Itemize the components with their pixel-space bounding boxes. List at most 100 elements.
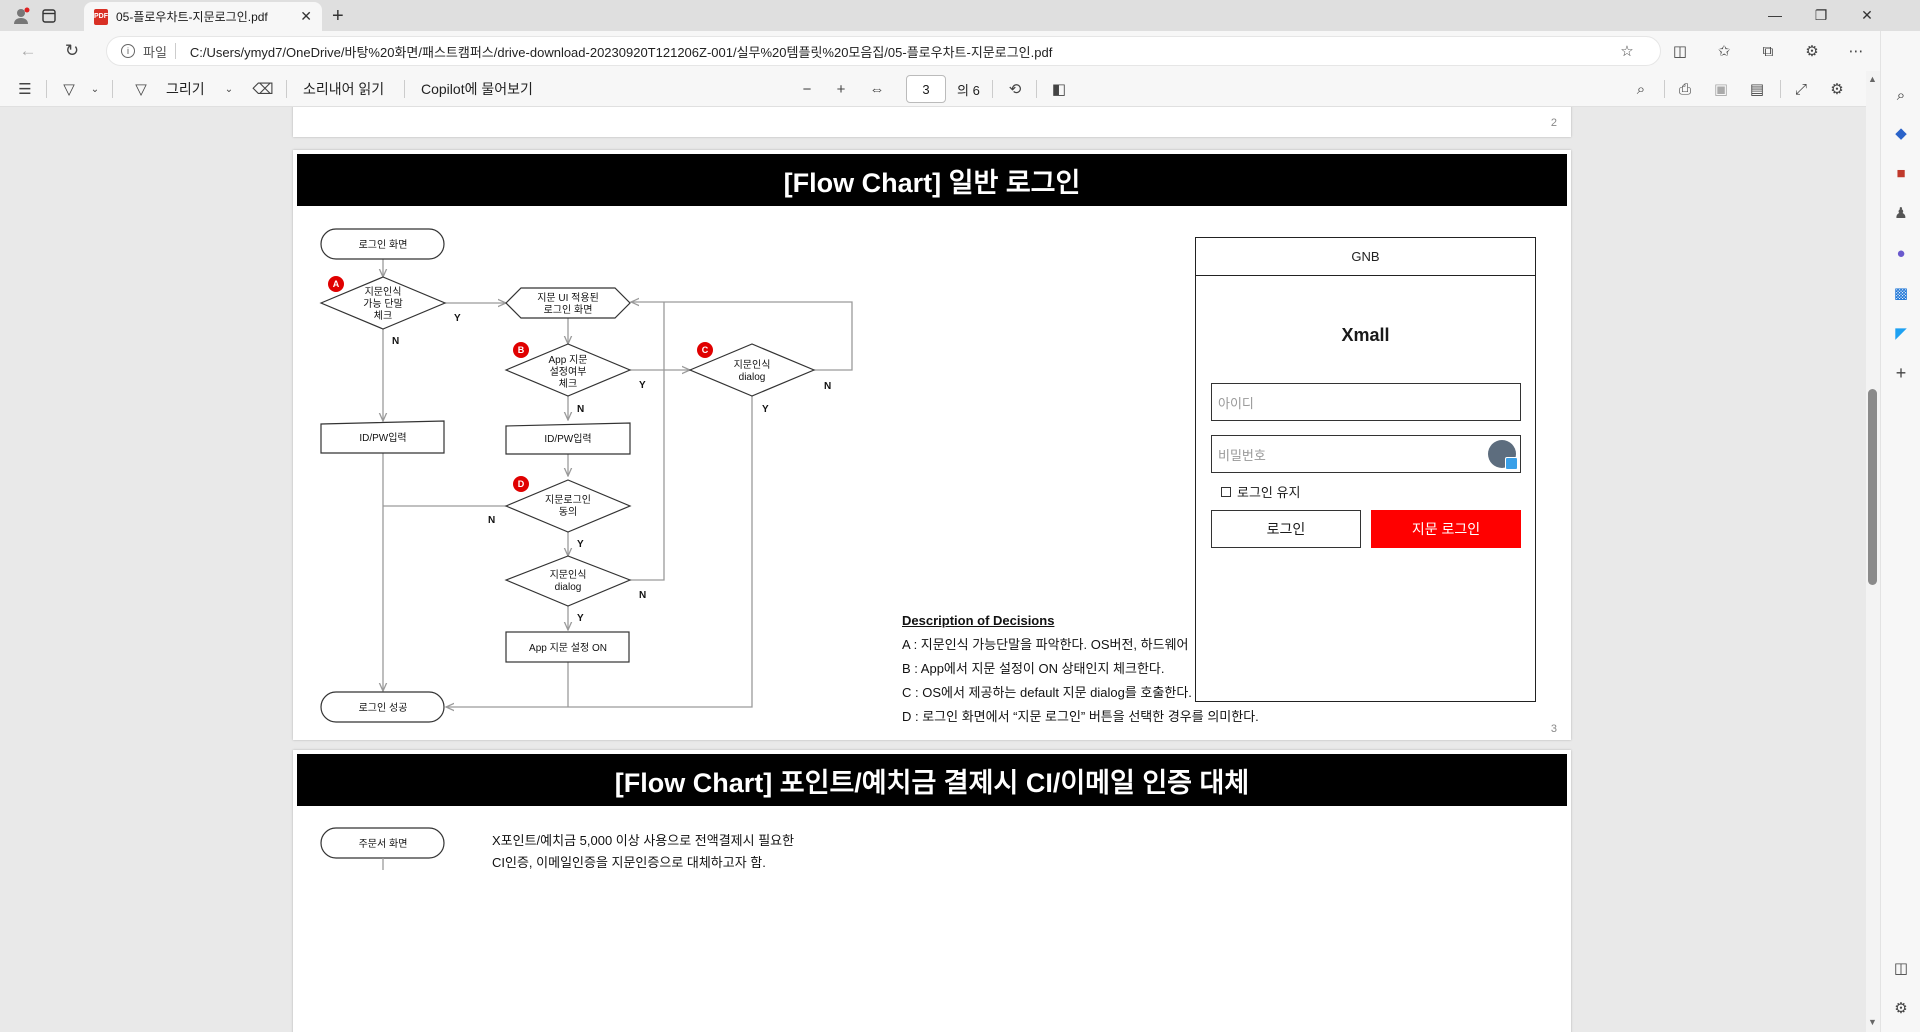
brand-title: Xmall (1341, 325, 1390, 345)
zoom-out-button[interactable]: − (802, 80, 812, 98)
terminal-end (320, 691, 445, 723)
extensions-icon[interactable]: ⚙ (1805, 43, 1819, 60)
terminal-start (320, 228, 445, 260)
decision-a-line2: 가능 단말 (363, 298, 403, 310)
sidebar-settings-icon[interactable]: ⚙ (1894, 1000, 1908, 1017)
info-icon[interactable]: i (121, 44, 135, 58)
no-label: N (577, 404, 584, 415)
favorites-icon[interactable]: ✩ (1717, 43, 1731, 60)
yes-label: Y (577, 613, 584, 624)
scroll-up-arrow-icon[interactable]: ▲ (1868, 74, 1877, 84)
more-menu-icon[interactable]: ⋯ (1848, 43, 1864, 60)
toolbar-divider (1780, 80, 1781, 98)
chevron-down-icon[interactable]: ⌄ (90, 83, 100, 95)
scroll-down-arrow-icon[interactable]: ▼ (1868, 1017, 1877, 1027)
flow-connector (631, 302, 853, 371)
contents-list-icon[interactable]: ☰ (18, 81, 32, 98)
shopping-tag-icon[interactable]: ◆ (1895, 125, 1907, 142)
yes-label: Y (762, 404, 769, 415)
address-field[interactable]: i 파일 C:/Users/ymyd7/OneDrive/바탕%20화면/패스트… (106, 36, 1661, 66)
scrollbar-thumb[interactable] (1868, 389, 1877, 585)
pdf-page-2: 2 (293, 107, 1571, 137)
draw-button[interactable]: 그리기 (166, 81, 205, 97)
rotate-icon[interactable]: ⟲ (1008, 81, 1022, 98)
end-label: 로그인 성공 (359, 702, 408, 714)
start-label: 로그인 화면 (359, 239, 408, 251)
refresh-icon[interactable]: ↻ (64, 41, 80, 60)
search-icon[interactable]: ⌕ (1636, 80, 1646, 98)
settings-gear-icon[interactable]: ⚙ (1830, 81, 1844, 98)
chevron-down-icon[interactable]: ⌄ (224, 83, 234, 95)
collections-icon[interactable]: ⧉ (1762, 42, 1774, 60)
save-icon[interactable]: ▣ (1713, 81, 1729, 98)
pdf-viewer[interactable]: 2 [Flow Chart] 일반 로그인 (0, 107, 1866, 1032)
password-field: 비밀번호 (1211, 435, 1521, 473)
decision-c (688, 343, 816, 397)
fp-dialog2-line1: 지문인식 (550, 569, 587, 581)
page-title-banner: [Flow Chart] 일반 로그인 (297, 154, 1567, 206)
microsoft-365-icon[interactable]: ● (1896, 244, 1906, 262)
toolbar-divider (112, 80, 113, 98)
favorite-star-icon[interactable]: ☆ (1620, 43, 1634, 60)
toolbar-divider (992, 80, 993, 98)
split-screen-icon[interactable]: ◫ (1672, 43, 1688, 60)
tab-title: 05-플로우차트-지문로그인.pdf (116, 10, 268, 24)
page-title-banner: [Flow Chart] 포인트/예치금 결제시 CI/이메일 인증 대체 (297, 754, 1567, 806)
minimize-button[interactable]: — (1768, 7, 1782, 23)
process-app-fp-on (505, 631, 630, 663)
outlook-icon[interactable]: ▩ (1893, 285, 1909, 302)
decision-a-line3: 체크 (374, 310, 392, 322)
pdf-page-4: [Flow Chart] 포인트/예치금 결제시 CI/이메일 인증 대체 주문… (293, 750, 1571, 1032)
tab-strip: PDF 05-플로우차트-지문로그인.pdf ✕ + — ❐ ✕ (0, 0, 1920, 31)
back-arrow-icon[interactable]: ← (19, 41, 37, 60)
drop-icon[interactable]: ◤ (1895, 325, 1907, 342)
close-window-button[interactable]: ✕ (1861, 6, 1873, 23)
url-text: C:/Users/ymyd7/OneDrive/바탕%20화면/패스트캠퍼스/d… (189, 44, 1053, 60)
print-icon[interactable]: ⎙ (1678, 80, 1691, 98)
zoom-in-button[interactable]: + (836, 80, 846, 98)
read-aloud-button[interactable]: 소리내어 읽기 (303, 81, 385, 97)
flowchart-diagram: 주문서 화면 (320, 827, 445, 870)
decision-a (319, 276, 447, 330)
flowchart-diagram: 로그인 화면 지문인식 가능 단말 체크 지문 UI 적용된 로그인 화면 Ap… (319, 228, 853, 723)
badge-b: B (518, 345, 525, 355)
copilot-ask-button[interactable]: Copilot에 물어보기 (421, 81, 533, 97)
badge-d: D (518, 479, 525, 489)
add-sidebar-app-icon[interactable]: + (1895, 362, 1907, 383)
keep-login-checkbox (1221, 486, 1231, 497)
pdf-toolbar: ☰ ▽ ⌄ ▽ 그리기 ⌄ ⌫ 소리내어 읽기 Copilot에 물어보기 − … (0, 71, 1866, 107)
badge-c-circle (697, 342, 713, 358)
profile-icon[interactable] (10, 5, 32, 27)
decision-c-line1: 지문인식 (734, 359, 771, 371)
manual-input-idpw-mid (505, 422, 631, 455)
tab-pdf[interactable]: PDF 05-플로우차트-지문로그인.pdf ✕ (84, 2, 322, 31)
fullscreen-icon[interactable]: ⤢ (1794, 80, 1807, 98)
description-line-c: C : OS에서 제공하는 default 지문 dialog를 호출한다. (902, 685, 1192, 700)
pdf-file-icon: PDF (94, 8, 108, 25)
games-icon[interactable]: ♟ (1894, 205, 1908, 222)
draw-pen-icon[interactable]: ▽ (135, 81, 147, 98)
page-view-icon[interactable]: ◧ (1051, 81, 1067, 98)
tools-briefcase-icon[interactable]: ■ (1896, 164, 1906, 182)
vertical-scrollbar[interactable]: ▲ ▼ (1866, 71, 1880, 1032)
restore-button[interactable]: ❐ (1814, 6, 1828, 23)
decision-b (504, 343, 632, 397)
eraser-icon[interactable]: ⌫ (252, 81, 274, 98)
page-number-input[interactable]: 3 (906, 75, 946, 103)
fit-page-icon[interactable]: ⇔ (869, 80, 885, 98)
new-tab-button[interactable]: + (332, 5, 344, 27)
idpw-mid-label: ID/PW입력 (544, 432, 591, 445)
badge-a: A (333, 279, 340, 289)
display-fp-login-screen (505, 287, 631, 319)
search-icon[interactable]: ⌕ (1896, 86, 1906, 104)
highlight-icon[interactable]: ▽ (63, 81, 75, 98)
sidebar-toggle-icon[interactable]: ◫ (1893, 960, 1909, 977)
save-as-icon[interactable]: ▤ (1749, 81, 1765, 98)
app-fp-on-label: App 지문 설정 ON (529, 642, 607, 654)
login-screen-mockup: GNB Xmall 아이디 비밀번호 로그인 유지 로그인 지문 로그인 (1195, 237, 1536, 702)
toolbar-divider (46, 80, 47, 98)
workspaces-icon[interactable] (38, 5, 60, 27)
tab-close-icon[interactable]: ✕ (300, 8, 312, 24)
description-heading: Description of Decisions (902, 613, 1055, 628)
mockup-login-button: 로그인 (1211, 510, 1361, 548)
